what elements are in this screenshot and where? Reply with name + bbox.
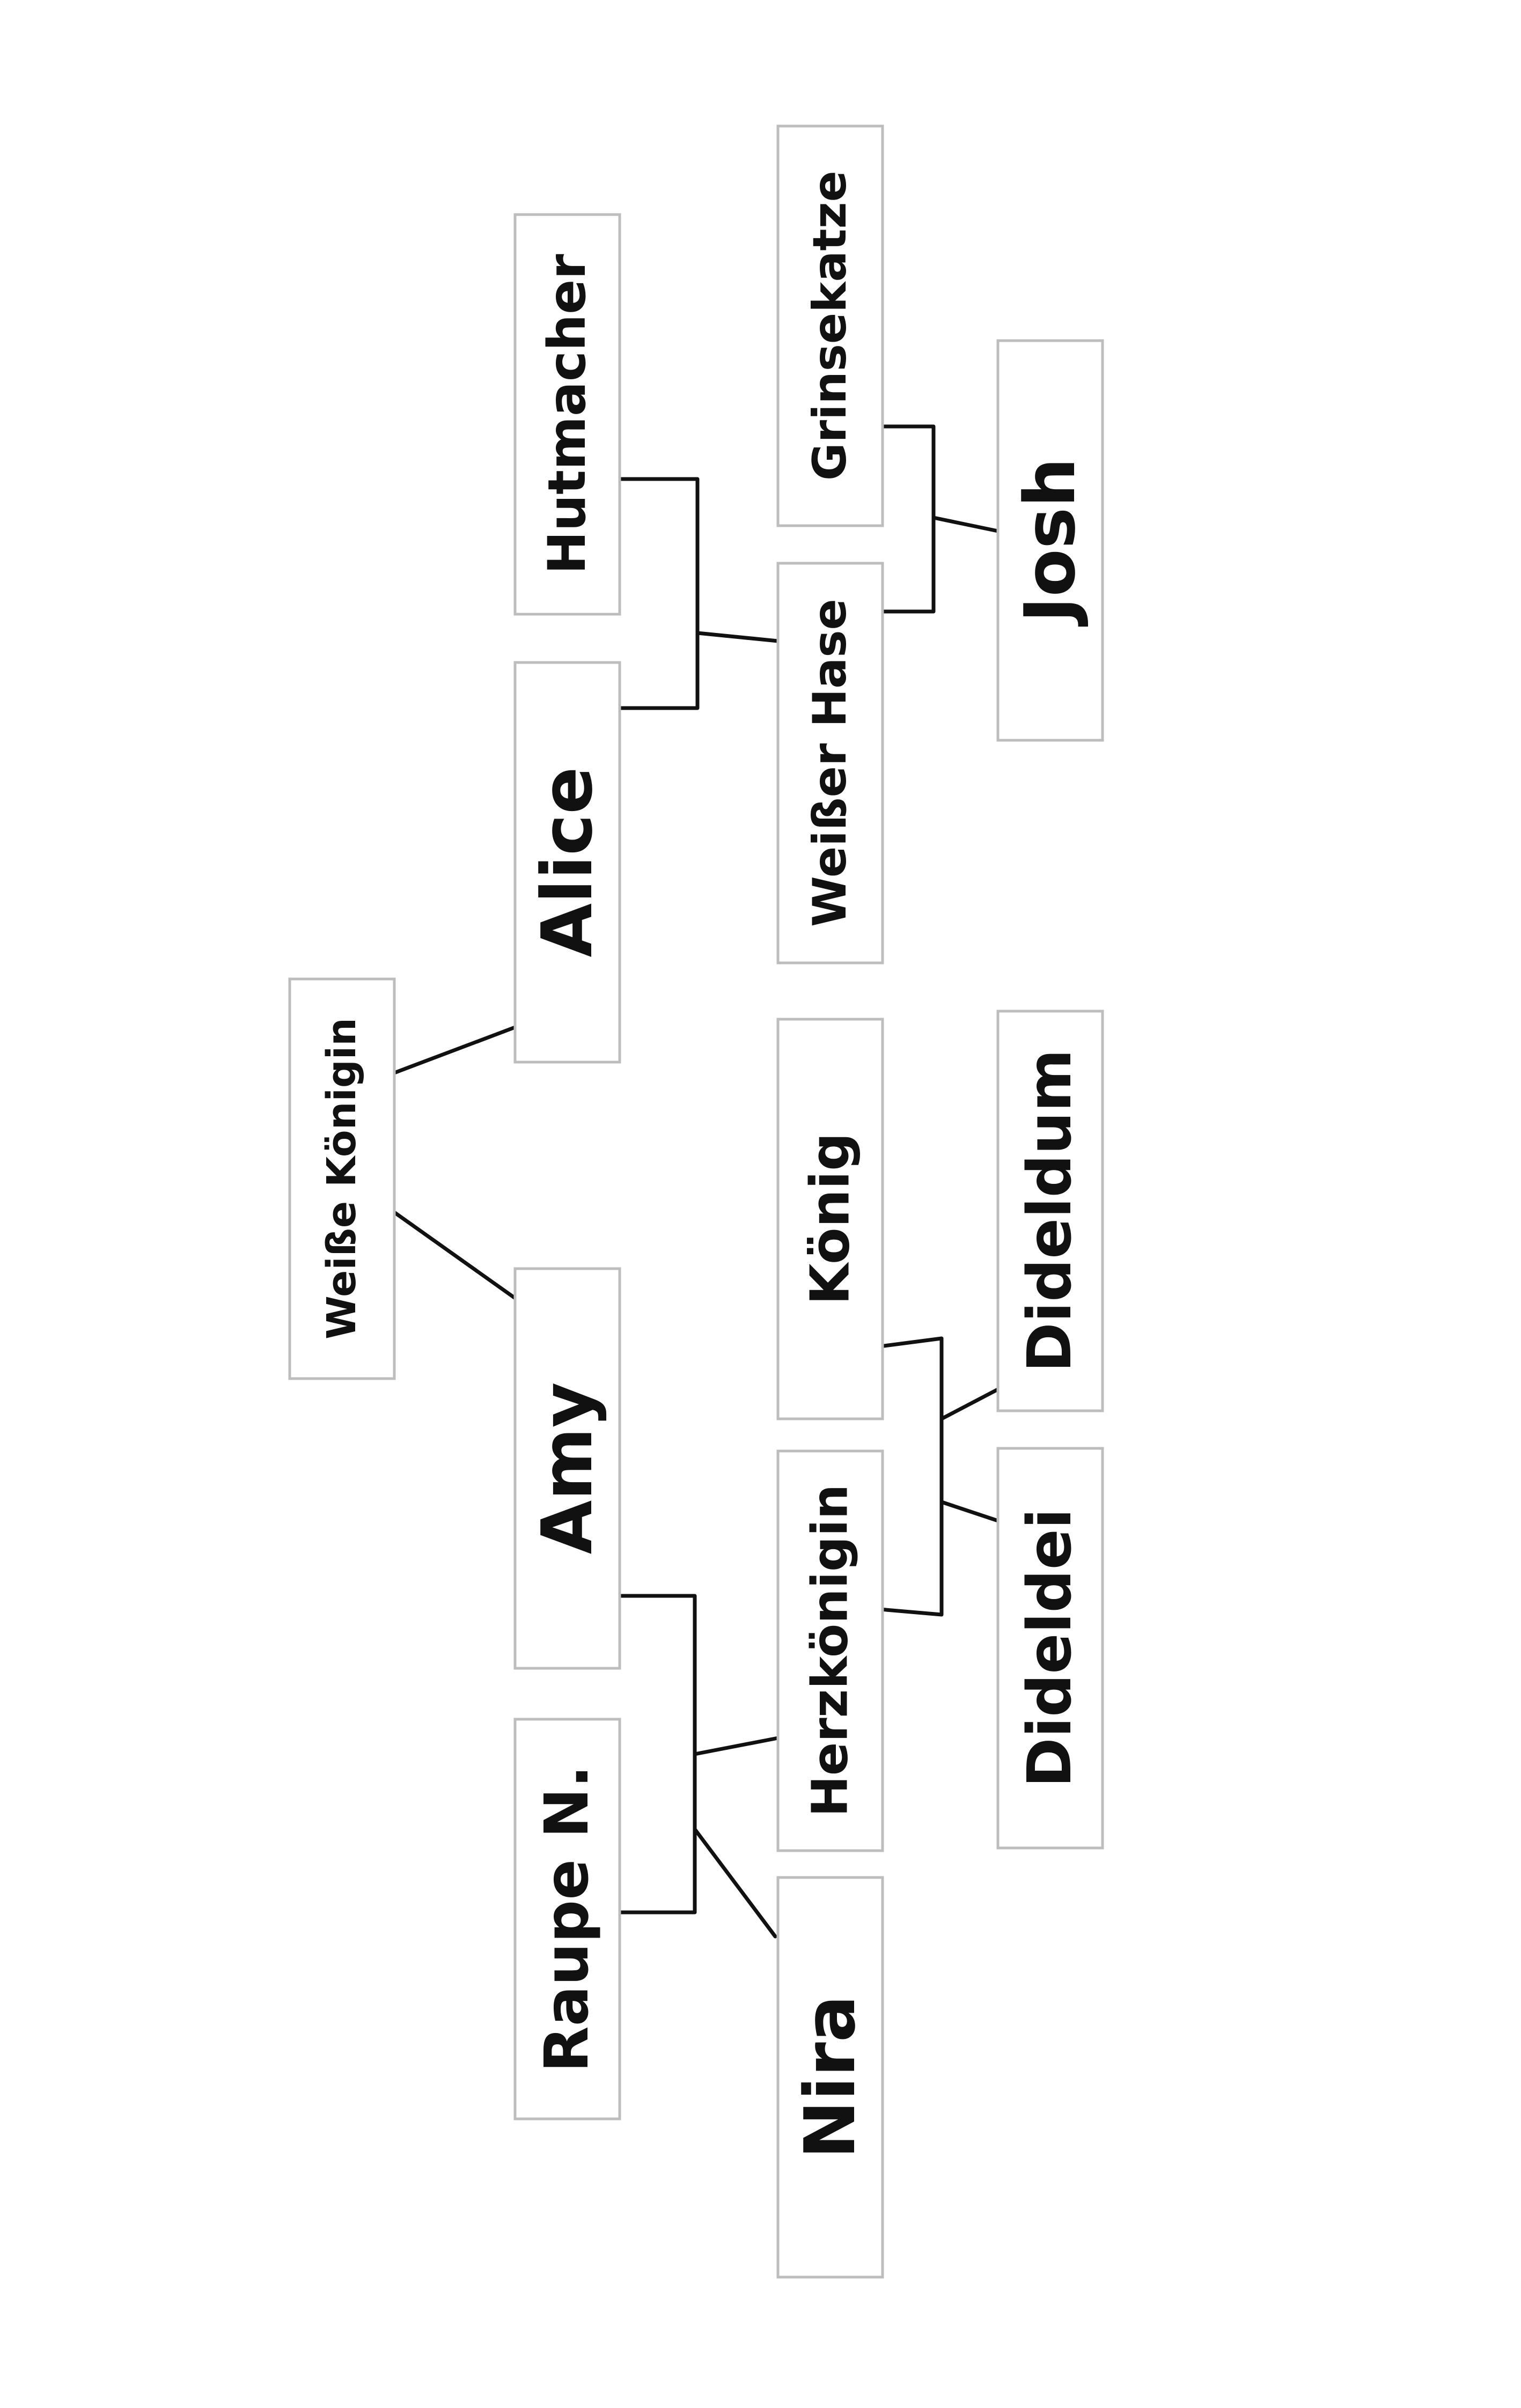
node-josh: Josh	[996, 339, 1104, 742]
node-dideldum: Dideldum	[996, 1010, 1104, 1412]
connector-bracket-herzkoenigin	[693, 1736, 780, 1756]
node-nira: Nira	[776, 1876, 884, 2279]
connector-hase-grinsekatze-bracket	[878, 424, 936, 614]
connector-koenig-herzkoenigin-bracket	[878, 1336, 944, 1617]
node-koenig: König	[776, 1018, 884, 1420]
node-raupe-n: Raupe N.	[513, 1718, 621, 2120]
connector-bracket-weisser-hase	[695, 631, 780, 643]
node-label-dideldei: Dideldei	[1015, 1508, 1085, 1787]
connector-amy-raupe-bracket	[615, 1594, 697, 1914]
connectors	[392, 424, 1000, 1939]
node-grinsekatze: Grinsekatze	[776, 124, 884, 527]
node-label-hutmacher: Hutmacher	[537, 254, 597, 575]
node-label-herzkoenigin: Herzkönigin	[802, 1484, 859, 1817]
node-label-alice: Alice	[526, 767, 608, 958]
node-label-weisser-hase: Weißer Hase	[803, 599, 857, 927]
node-label-amy: Amy	[526, 1382, 608, 1555]
node-hutmacher: Hutmacher	[513, 213, 621, 616]
connector-bracket-dideldum	[939, 1387, 1000, 1421]
connector-bracket-nira	[693, 1827, 777, 1939]
node-label-weisse-koenigin: Weiße Königin	[319, 1018, 365, 1339]
node-label-dideldum: Dideldum	[1015, 1049, 1085, 1373]
node-label-grinsekatze: Grinsekatze	[803, 171, 857, 481]
node-dideldei: Dideldei	[996, 1447, 1104, 1850]
node-label-raupe-n: Raupe N.	[532, 1765, 602, 2073]
node-label-koenig: König	[799, 1132, 862, 1305]
node-label-josh: Josh	[1009, 458, 1091, 627]
node-herzkoenigin: Herzkönigin	[776, 1449, 884, 1852]
connector-alice-hutmacher-bracket	[615, 477, 700, 710]
node-alice: Alice	[513, 661, 621, 1064]
node-label-nira: Nira	[789, 1995, 871, 2159]
node-amy: Amy	[513, 1267, 621, 1670]
connector-weisse-koenigin-amy	[392, 1210, 517, 1300]
connector-bracket-josh	[931, 516, 1000, 533]
connector-weisse-koenigin-alice	[392, 1025, 517, 1075]
connector-bracket-dideldei	[939, 1500, 1000, 1523]
node-weisser-hase: Weißer Hase	[776, 562, 884, 964]
node-weisse-koenigin: Weiße Königin	[288, 977, 396, 1380]
